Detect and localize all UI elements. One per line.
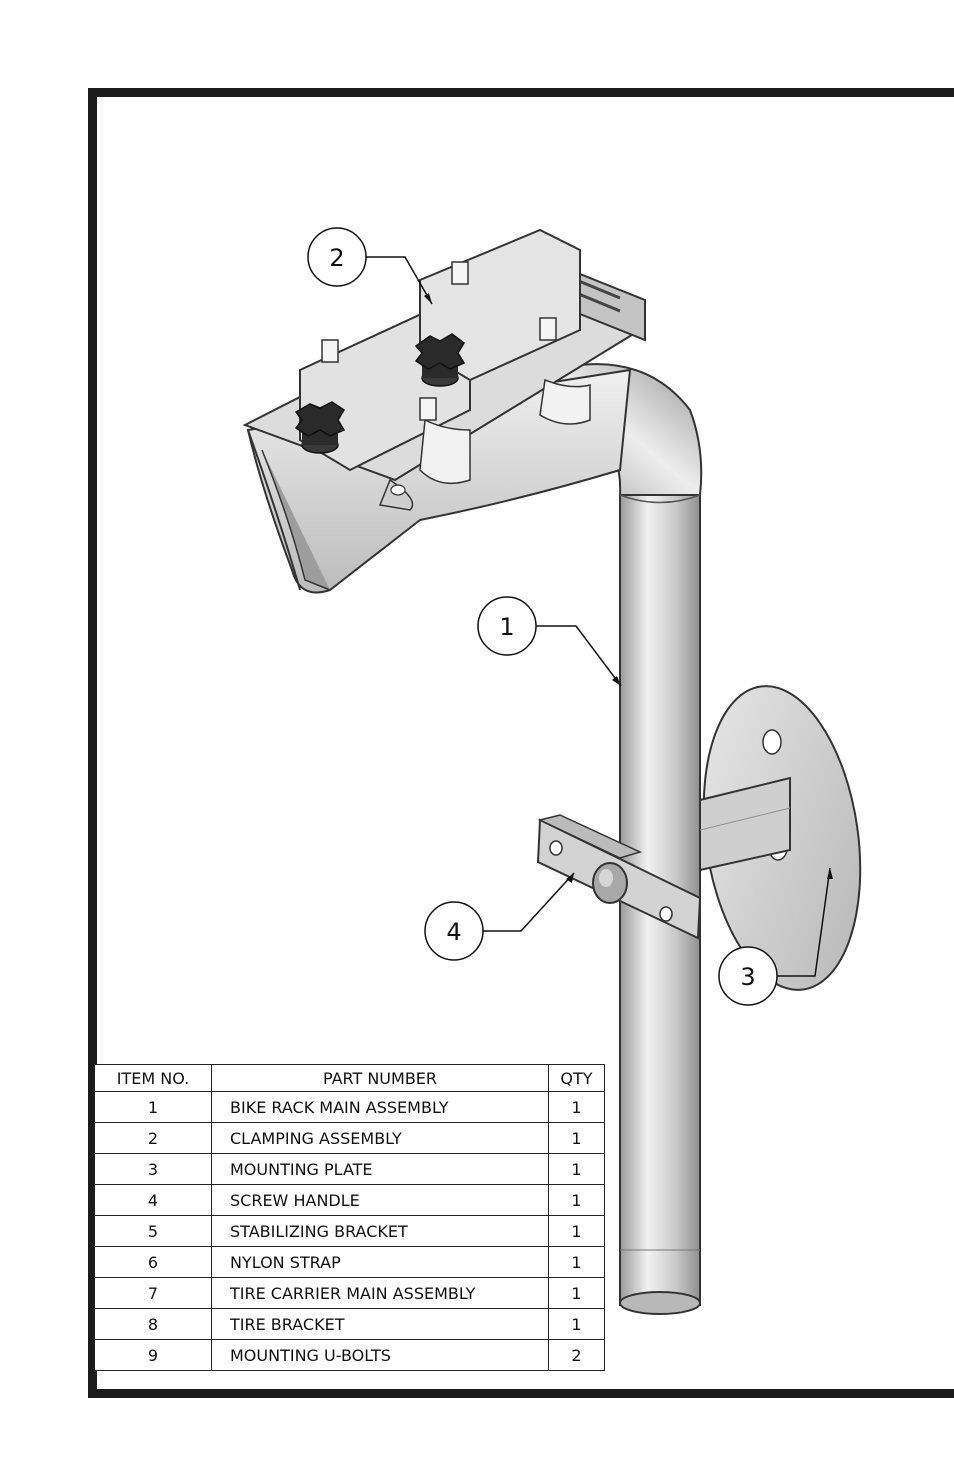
- bom-qty: 2: [548, 1339, 605, 1371]
- bom-qty: 1: [548, 1091, 605, 1123]
- bom-qty: 1: [548, 1215, 605, 1247]
- table-row: 1 BIKE RACK MAIN ASSEMBLY 1: [94, 1091, 605, 1123]
- bom-part-number: CLAMPING ASSEMBLY: [211, 1122, 549, 1154]
- bom-qty: 1: [548, 1277, 605, 1309]
- bom-item-no: 4: [94, 1184, 212, 1216]
- bom-qty: 1: [548, 1122, 605, 1154]
- balloon-item-1: 1: [477, 596, 537, 656]
- bom-part-number: NYLON STRAP: [211, 1246, 549, 1278]
- bom-qty: 1: [548, 1153, 605, 1185]
- bom-header-qty: QTY: [548, 1064, 605, 1092]
- bom-part-number: MOUNTING U-BOLTS: [211, 1339, 549, 1371]
- knob-rear: [414, 333, 466, 387]
- bom-part-number: TIRE CARRIER MAIN ASSEMBLY: [211, 1277, 549, 1309]
- balloon-item-4: 4: [424, 901, 484, 961]
- bom-header-row: ITEM NO. PART NUMBER QTY: [94, 1064, 605, 1092]
- bom-part-number: TIRE BRACKET: [211, 1308, 549, 1340]
- bom-item-no: 6: [94, 1246, 212, 1278]
- bom-header-item-no: ITEM NO.: [94, 1064, 212, 1092]
- table-row: 7 TIRE CARRIER MAIN ASSEMBLY 1: [94, 1277, 605, 1309]
- balloon-item-3: 3: [718, 946, 778, 1006]
- svg-text:2: 2: [329, 244, 344, 272]
- svg-text:1: 1: [499, 613, 514, 641]
- bom-part-number: SCREW HANDLE: [211, 1184, 549, 1216]
- bom-qty: 1: [548, 1184, 605, 1216]
- svg-text:3: 3: [740, 963, 755, 991]
- bom-item-no: 2: [94, 1122, 212, 1154]
- bom-item-no: 9: [94, 1339, 212, 1371]
- screw-handle-bracket: [536, 814, 702, 940]
- bom-item-no: 1: [94, 1091, 212, 1123]
- mounting-plate: [699, 685, 862, 991]
- bom-qty: 1: [548, 1246, 605, 1278]
- bill-of-materials-table: ITEM NO. PART NUMBER QTY 1 BIKE RACK MAI…: [94, 1064, 605, 1371]
- drawing-sheet-border: [88, 88, 954, 1398]
- bom-item-no: 5: [94, 1215, 212, 1247]
- bom-item-no: 7: [94, 1277, 212, 1309]
- leader-arrowheads: [424, 293, 833, 883]
- bom-qty: 1: [548, 1308, 605, 1340]
- bom-item-no: 8: [94, 1308, 212, 1340]
- table-row: 5 STABILIZING BRACKET 1: [94, 1215, 605, 1247]
- svg-text:4: 4: [446, 918, 461, 946]
- table-row: 9 MOUNTING U-BOLTS 2: [94, 1339, 605, 1371]
- table-row: 3 MOUNTING PLATE 1: [94, 1153, 605, 1185]
- knob-front: [294, 401, 346, 454]
- table-row: 6 NYLON STRAP 1: [94, 1246, 605, 1278]
- leader-lines: [366, 256, 831, 977]
- table-row: 8 TIRE BRACKET 1: [94, 1308, 605, 1340]
- table-row: 2 CLAMPING ASSEMBLY 1: [94, 1122, 605, 1154]
- balloon-item-2: 2: [307, 227, 367, 287]
- bom-item-no: 3: [94, 1153, 212, 1185]
- bom-part-number: STABILIZING BRACKET: [211, 1215, 549, 1247]
- bom-part-number: MOUNTING PLATE: [211, 1153, 549, 1185]
- bom-part-number: BIKE RACK MAIN ASSEMBLY: [211, 1091, 549, 1123]
- table-row: 4 SCREW HANDLE 1: [94, 1184, 605, 1216]
- bom-header-part-number: PART NUMBER: [211, 1064, 549, 1092]
